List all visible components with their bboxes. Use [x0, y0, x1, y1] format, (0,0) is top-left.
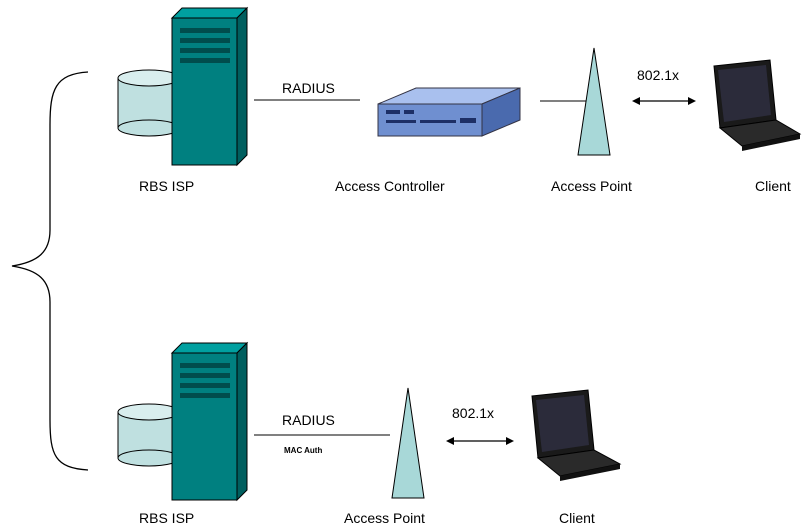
top-server-label: RBS ISP [139, 178, 195, 194]
bottom-radius-label: RADIUS [282, 412, 335, 428]
access-controller-icon [377, 87, 521, 137]
top-access-point-icon [577, 47, 611, 156]
bottom-access-point-label: Access Point [344, 510, 425, 526]
grouping-brace [11, 71, 89, 471]
bottom-laptop-icon [531, 389, 622, 481]
top-laptop-icon [713, 59, 802, 151]
bottom-access-point-icon [391, 387, 425, 499]
top-access-point-label: Access Point [551, 178, 632, 194]
bottom-server-label: RBS ISP [139, 510, 195, 526]
bottom-server-group [117, 341, 249, 502]
mac-auth-label: MAC Auth [284, 446, 323, 455]
bottom-8021x-arrow [446, 437, 514, 445]
top-8021x-label: 802.1x [637, 67, 680, 83]
access-controller-label: Access Controller [335, 178, 445, 194]
top-disk-icon [117, 69, 181, 137]
bottom-disk-icon [117, 403, 181, 467]
bottom-8021x-label: 802.1x [452, 405, 495, 421]
top-radius-label: RADIUS [282, 80, 335, 96]
top-server-group [117, 6, 249, 167]
top-client-label: Client [755, 178, 791, 194]
top-server-icon [170, 6, 249, 167]
bottom-server-icon [170, 341, 249, 502]
bottom-client-label: Client [559, 510, 595, 526]
top-8021x-arrow [632, 97, 696, 105]
